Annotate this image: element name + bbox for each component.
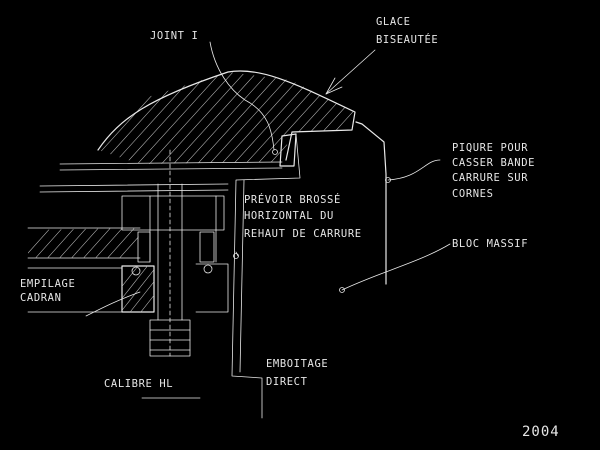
brushed-label-line-2: HORIZONTAL DU <box>244 210 334 222</box>
case-profile <box>231 121 387 419</box>
beveled-glass <box>59 70 356 171</box>
brushed-label-line-1: PRÉVOIR BROSSÉ <box>244 194 341 206</box>
piqure-label-line-3: CARRURE SUR <box>452 172 529 184</box>
movement-label: CALIBRE HL <box>104 378 174 390</box>
solid-block-label: BLOC MASSIF <box>452 238 529 250</box>
gasket-joint <box>272 133 297 167</box>
hand-stack <box>121 149 239 357</box>
glass-label-line-2: BISEAUTÉE <box>376 34 439 46</box>
dial-stack <box>27 183 229 259</box>
year-signature: 2004 <box>522 424 560 440</box>
piqure-label-line-2: CASSER BANDE <box>452 157 536 169</box>
leader-lines <box>85 41 451 399</box>
piqure-label-line-4: CORNES <box>452 188 494 200</box>
glass-label-line-1: GLACE <box>376 16 411 28</box>
movement-block <box>27 263 229 313</box>
direct-fit-label-line-1: EMBOITAGE <box>266 358 329 370</box>
dial-stack-label-line-1: EMPILAGE <box>20 278 76 290</box>
brushed-label-line-3: REHAUT DE CARRURE <box>244 228 362 240</box>
dial-stack-label-line-2: CADRAN <box>20 292 62 304</box>
direct-fit-label-line-2: DIRECT <box>266 376 308 388</box>
piqure-label-line-1: PIQURE POUR <box>452 142 529 154</box>
joint-label: JOINT I <box>150 30 199 42</box>
